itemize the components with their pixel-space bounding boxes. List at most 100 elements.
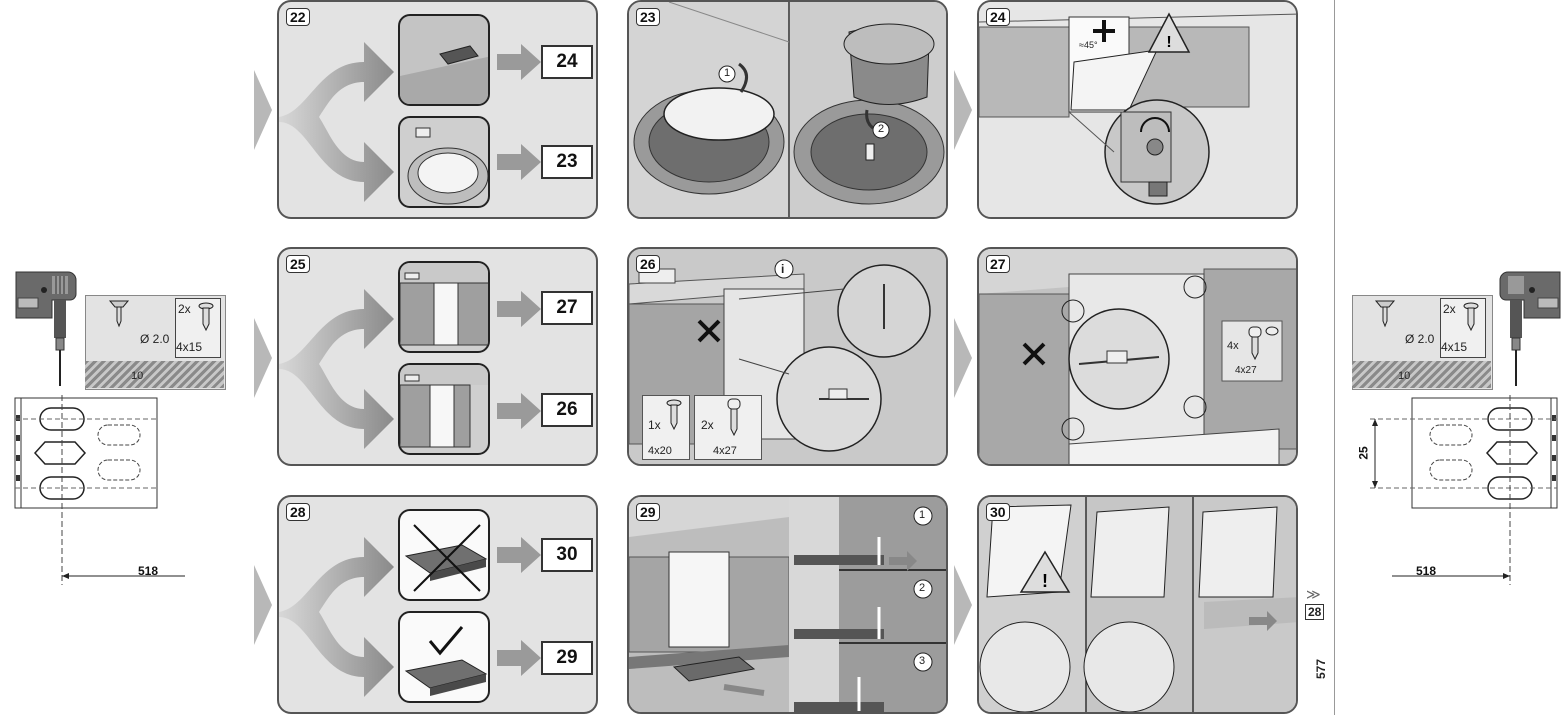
flow-chevron [954, 565, 972, 645]
kitchen-icon [400, 263, 488, 346]
svg-text:!: ! [1042, 571, 1048, 591]
screw-size: 4x27 [1235, 365, 1257, 376]
salt-container-illustration [629, 2, 946, 217]
step-number: 26 [636, 255, 660, 273]
thumb-23a [398, 14, 490, 106]
arrow-right [497, 537, 541, 573]
step-panel-30: 30 ! [977, 495, 1298, 714]
callout-2: 2 [919, 582, 926, 594]
right-screw-size: 4x15 [1441, 340, 1468, 354]
callout-3: 3 [919, 655, 926, 667]
flow-chevron [254, 318, 272, 398]
right-vertical-dim: 25 [1356, 446, 1371, 460]
drill-icon [15, 271, 77, 386]
arrow-right [497, 393, 541, 429]
flow-chevron [954, 318, 972, 398]
screw-qty: 4x [1227, 340, 1239, 352]
right-rail [1370, 395, 1558, 585]
screw-icon [666, 399, 682, 431]
ref-box: 26 [541, 393, 593, 427]
screw-qty: 2x [701, 418, 714, 432]
svg-text:!: ! [1166, 34, 1171, 51]
screw-icon [1374, 300, 1396, 328]
kitchen-icon [400, 365, 488, 448]
left-screw-qty: 2x [178, 302, 191, 316]
left-screw-size: 4x15 [176, 340, 203, 354]
step-panel-27: 27 4x 4x27 [977, 247, 1298, 466]
page-number: 577 [1314, 658, 1329, 680]
screw-spec-box [175, 298, 221, 358]
branch-arrow [279, 289, 394, 449]
screw-cap-icon [727, 398, 741, 437]
door-adjust-illustration: ! [979, 2, 1296, 217]
step-number: 24 [986, 8, 1010, 26]
thumb-27 [398, 261, 490, 353]
callout-2: 2 [878, 123, 885, 135]
left-drill-diameter: Ø 2.0 [140, 332, 170, 346]
left-width-dim: 518 [138, 564, 159, 578]
flow-chevron [254, 70, 272, 150]
door-close-illustration: ! [979, 497, 1296, 712]
step-panel-23: 23 1 2 [627, 0, 948, 219]
check-plinth-icon [404, 626, 488, 696]
step-number: 28 [286, 503, 310, 521]
screw-spec-box [1440, 298, 1486, 358]
branch-arrow [279, 537, 394, 697]
thumb-26 [398, 363, 490, 455]
plinth-cut-illustration [629, 497, 946, 712]
left-drill-depth: 10 [131, 370, 144, 382]
top-fix-illustration [979, 249, 1296, 464]
right-drill-diameter: Ø 2.0 [1405, 332, 1435, 346]
callout-1: 1 [724, 67, 731, 79]
branch-arrow [279, 42, 394, 202]
screw-qty: 1x [648, 418, 661, 432]
right-drill-depth: 10 [1398, 370, 1411, 382]
angle-label: ≈45° [1079, 40, 1098, 50]
wall-hatch [85, 361, 224, 388]
screw-size: 4x20 [648, 445, 672, 457]
step-number: 23 [636, 8, 660, 26]
callout-1: 1 [919, 509, 926, 521]
screw-icon [108, 300, 130, 328]
next-page-arrow-icon: ≫ [1306, 586, 1321, 602]
screw-spec-box-1 [642, 395, 690, 460]
left-rail [14, 395, 185, 585]
drill-icon [1499, 271, 1561, 386]
flow-chevron [254, 565, 272, 645]
step-panel-22: 22 24 23 [277, 0, 598, 219]
cross-plinth-icon [404, 524, 488, 592]
flow-chevron [954, 70, 972, 150]
screw-cap-icon [1248, 326, 1279, 361]
arrow-right [497, 144, 541, 180]
info-icon: i [781, 262, 785, 276]
arrow-right [497, 44, 541, 80]
salt-cap-icon [407, 127, 488, 205]
thumb-23b [398, 116, 490, 208]
thumb-plinth [398, 611, 490, 703]
screw-size: 4x27 [713, 445, 737, 457]
cover-icon [400, 45, 488, 104]
step-number: 30 [986, 503, 1010, 521]
ref-box: 27 [541, 291, 593, 325]
ref-box: 29 [541, 641, 593, 675]
ref-box: 24 [541, 45, 593, 79]
step-panel-24: 24 ! ≈45° [977, 0, 1298, 219]
ref-box: 30 [541, 538, 593, 572]
step-number: 22 [286, 8, 310, 26]
right-width-dim: 518 [1416, 564, 1437, 578]
ref-box: 23 [541, 145, 593, 179]
wall-hatch [1352, 361, 1491, 388]
screw-small-icon [1463, 302, 1479, 332]
step-panel-28: 28 30 29 [277, 495, 598, 714]
next-page-ref: 28 [1305, 604, 1325, 620]
page-divider [1334, 0, 1335, 715]
arrow-right [497, 291, 541, 327]
step-panel-25: 25 27 26 [277, 247, 598, 466]
step-number: 25 [286, 255, 310, 273]
thumb-no-plinth [398, 509, 490, 601]
step-number: 29 [636, 503, 660, 521]
screw-small-icon [198, 302, 214, 332]
right-screw-qty: 2x [1443, 302, 1456, 316]
arrow-right [497, 640, 541, 676]
step-panel-29: 29 1 2 3 [627, 495, 948, 714]
